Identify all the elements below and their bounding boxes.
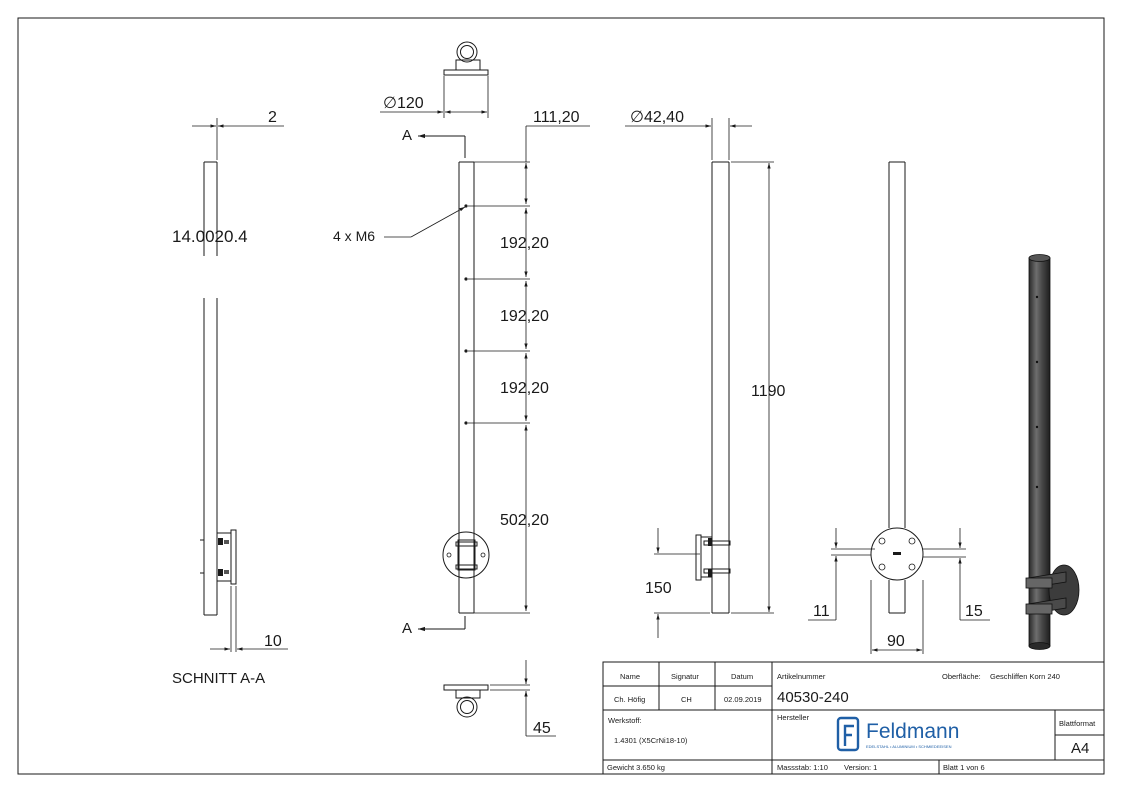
tb-gewicht: Gewicht 3.650 kg [607,763,665,772]
tb-name-value: Ch. Höfig [614,695,645,704]
dim-192-20-b: 192,20 [500,308,549,325]
drawing-frame [17,17,1105,775]
dim-192-20-c: 192,20 [500,380,549,397]
tb-massstab: Massstab: 1:10 [777,763,828,772]
dim-45-label: 45 [533,720,551,737]
front-view [380,41,590,737]
dim-192-20-a: 192,20 [500,235,549,252]
tb-datum-value: 02.09.2019 [724,695,762,704]
section-arrow-top-label: A [402,127,412,144]
tb-werkstoff-value: 1.4301 (X5CrNi18-10) [614,736,688,745]
tb-werkstoff-label: Werkstoff: [608,716,641,725]
tb-signatur-header: Signatur [671,672,699,681]
rear-view [808,161,990,654]
tb-datum-header: Datum [731,672,753,681]
dim-111-20-label: 111,20 [533,109,580,126]
dim-502-20: 502,20 [500,512,549,529]
dim-150-label: 150 [645,580,672,597]
tb-name-header: Name [620,672,640,681]
tb-blatt: Blatt 1 von 6 [943,763,985,772]
section-title: SCHNITT A-A [172,670,265,687]
tb-artikel-value: 40530-240 [777,689,849,706]
tb-artikel-label: Artikelnummer [777,672,826,681]
dim-1190-label: 1190 [751,383,786,400]
isometric-view [1025,254,1080,650]
tb-signatur-value: CH [681,695,692,704]
feldmann-logo-icon [836,716,860,752]
tb-hersteller-label: Hersteller [777,713,810,722]
side-view [625,118,774,638]
dim-2-label: 2 [268,109,277,126]
dia-42-40-label: ∅42,40 [630,109,684,126]
tb-brand-tagline: EDELSTAHL • ALUMINIUM • SCHMIEDEEISEN [866,744,952,749]
tb-brand-name: Feldmann [866,720,959,743]
section-view [192,118,288,652]
tb-version: Version: 1 [844,763,877,772]
dim-90-label: 90 [887,633,905,650]
dim-15-label: 15 [965,603,983,620]
section-arrow-bottom-label: A [402,620,412,637]
thread-label: 4 x M6 [333,228,375,244]
part-code-label: 14.0020.4 [172,227,248,246]
title-block [602,661,1105,775]
dim-10-label: 10 [264,633,282,650]
dia-120-label: ∅120 [383,95,424,112]
tb-oberflaeche-value: Geschliffen Korn 240 [990,672,1060,681]
tb-oberflaeche-label: Oberfläche: [942,672,981,681]
tb-blattformat-value: A4 [1071,740,1089,757]
dim-11-label: 11 [813,603,830,620]
tb-blattformat-label: Blattformat [1059,719,1096,728]
